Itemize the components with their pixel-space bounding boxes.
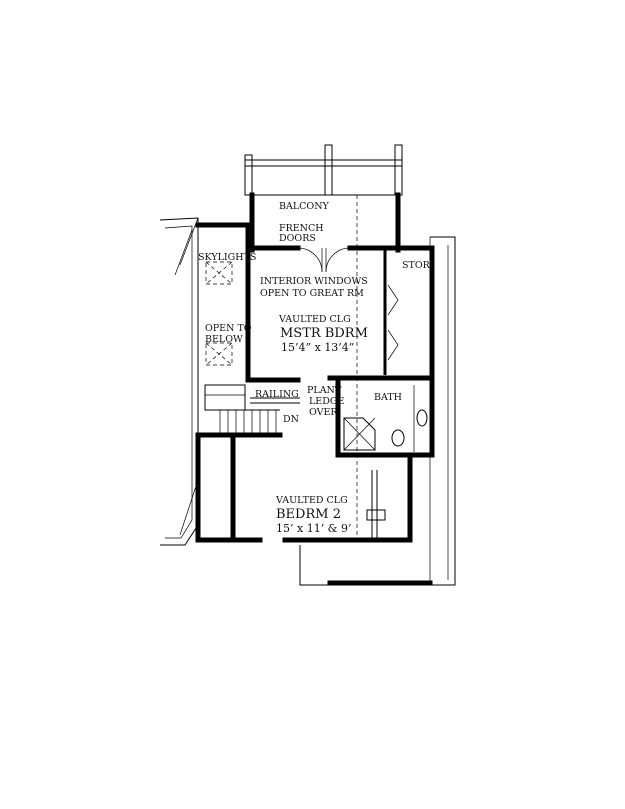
mstr-name-label: MSTR BDRM <box>280 326 368 341</box>
closet-doors <box>387 284 399 361</box>
balcony-label: BALCONY <box>279 201 330 212</box>
french-doors <box>297 247 351 273</box>
plant-ledge-label-2: LEDGE <box>309 396 344 407</box>
open-to-below-label-2: BELOW <box>205 334 243 345</box>
plant-ledge-label: PLANT <box>307 385 342 396</box>
left-roof-deck <box>159 217 199 546</box>
interior-windows-label-2: OPEN TO GREAT RM <box>260 288 364 299</box>
open-to-below-label: OPEN TO <box>205 323 252 334</box>
room-labels: BALCONY FRENCH DOORS SKYLIGHTS STOR INTE… <box>198 201 431 535</box>
bed2-clg-label: VAULTED CLG <box>275 495 348 506</box>
bed2-dims-label: 15’ x 11’ & 9’ <box>276 522 351 535</box>
mstr-clg-label: VAULTED CLG <box>278 314 351 325</box>
balcony <box>244 144 403 540</box>
skylights <box>205 261 233 366</box>
exterior-walls <box>195 222 435 543</box>
interior-windows-label: INTERIOR WINDOWS <box>260 276 368 287</box>
plant-ledge-label-3: OVER <box>309 407 338 418</box>
bottom-deck <box>299 545 455 586</box>
french-doors-label-2: DOORS <box>279 233 316 244</box>
bath-label: BATH <box>374 392 402 403</box>
skylights-label: SKYLIGHTS <box>198 252 256 263</box>
bath-fixtures <box>343 385 428 452</box>
french-doors-label: FRENCH <box>279 223 324 234</box>
interior-walls <box>230 248 435 543</box>
stair <box>204 384 300 435</box>
dn-label: DN <box>283 414 299 425</box>
stor-label: STOR <box>402 260 431 271</box>
railing-label: RAILING <box>255 389 299 400</box>
bed2-name-label: BEDRM 2 <box>276 507 341 522</box>
mstr-dims-label: 15’4” x 13’4” <box>281 341 354 354</box>
